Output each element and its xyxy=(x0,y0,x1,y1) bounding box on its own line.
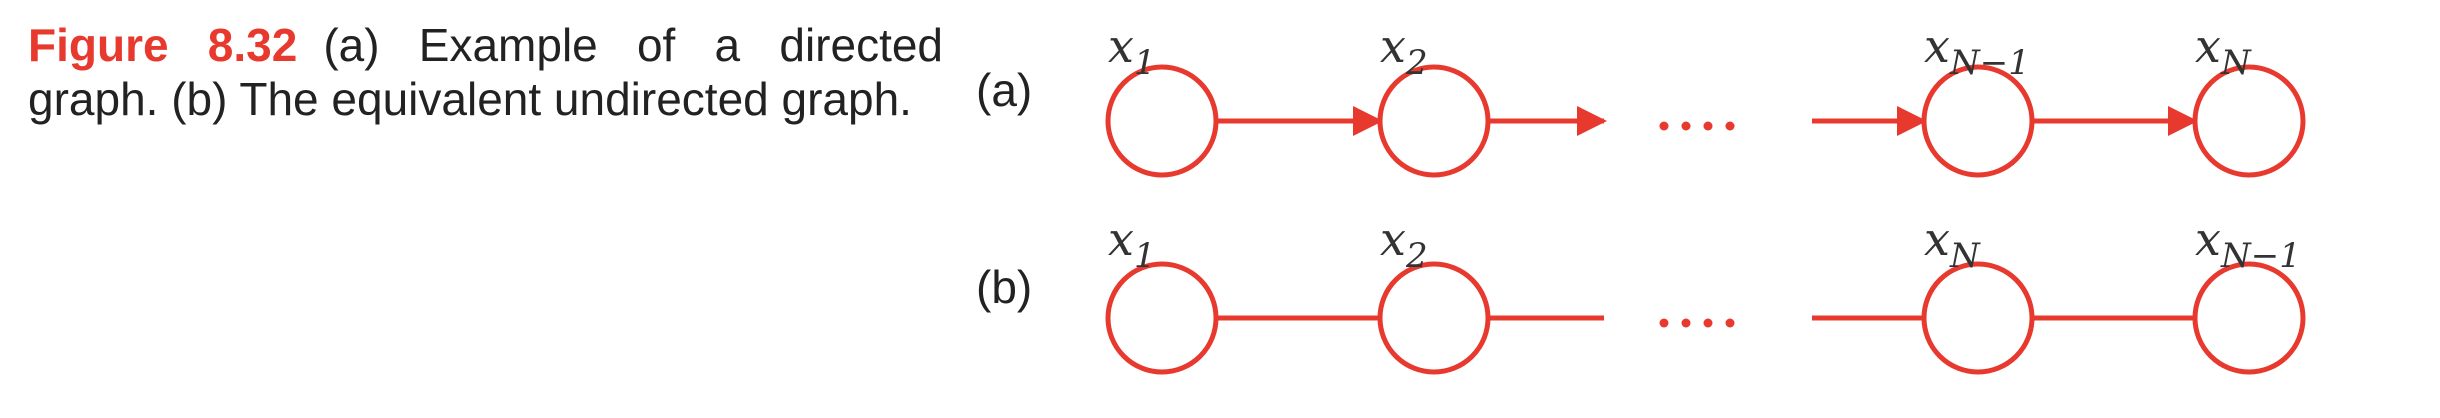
ellipsis-dot xyxy=(1659,318,1669,328)
node-label-subscript: 1 xyxy=(1134,43,1156,83)
node-label: xN−1 xyxy=(1924,19,2030,83)
node-circle xyxy=(1921,64,2035,178)
ellipsis-dot xyxy=(1659,121,1669,131)
node-label: x2 xyxy=(1380,212,1428,276)
node-circle xyxy=(2192,261,2306,375)
node-label-subscript: 1 xyxy=(1134,236,1156,276)
node-circle xyxy=(1921,261,2035,375)
node-circle xyxy=(2192,64,2306,178)
node-label-subscript: N xyxy=(2220,43,2252,83)
node-label: x1 xyxy=(1108,19,1156,83)
node-label: xN xyxy=(2195,19,2252,83)
caption-text: (a) Example of a directed graph. (b) The… xyxy=(28,19,944,125)
node-label-subscript: 2 xyxy=(1405,236,1428,276)
node-label-base: x xyxy=(1924,212,1950,266)
node-label-base: x xyxy=(1380,212,1406,266)
figure-caption: Figure 8.32(a) Example of a directed gra… xyxy=(28,18,943,126)
node-label-base: x xyxy=(1380,19,1406,73)
node-label-base: x xyxy=(2195,19,2221,73)
node-label-subscript: 2 xyxy=(1405,43,1428,83)
panel-label: (a) xyxy=(976,64,1032,116)
node-label: xN−1 xyxy=(2195,212,2301,276)
node-label-base: x xyxy=(1924,19,1950,73)
node-label: x1 xyxy=(1108,212,1156,276)
node-circle xyxy=(1105,64,1219,178)
ellipsis-dots xyxy=(1659,121,1735,131)
ellipsis-dot xyxy=(1681,318,1691,328)
ellipsis-dot xyxy=(1681,121,1691,131)
node-label-subscript: N−1 xyxy=(2220,236,2301,276)
ellipsis-dot xyxy=(1725,318,1735,328)
node-label-base: x xyxy=(2195,212,2221,266)
ellipsis-dots xyxy=(1659,318,1735,328)
node-label: xN xyxy=(1924,212,1981,276)
ellipsis-dot xyxy=(1703,318,1713,328)
figure-label: Figure 8.32 xyxy=(28,19,298,71)
node-label-subscript: N xyxy=(1949,236,1981,276)
node-label-base: x xyxy=(1108,212,1134,266)
node-label-subscript: N−1 xyxy=(1949,43,2030,83)
panel-label: (b) xyxy=(976,261,1032,313)
node-label-base: x xyxy=(1108,19,1134,73)
node-circle xyxy=(1377,261,1491,375)
ellipsis-dot xyxy=(1703,121,1713,131)
node-circle xyxy=(1377,64,1491,178)
ellipsis-dot xyxy=(1725,121,1735,131)
node-circle xyxy=(1105,261,1219,375)
node-label: x2 xyxy=(1380,19,1428,83)
